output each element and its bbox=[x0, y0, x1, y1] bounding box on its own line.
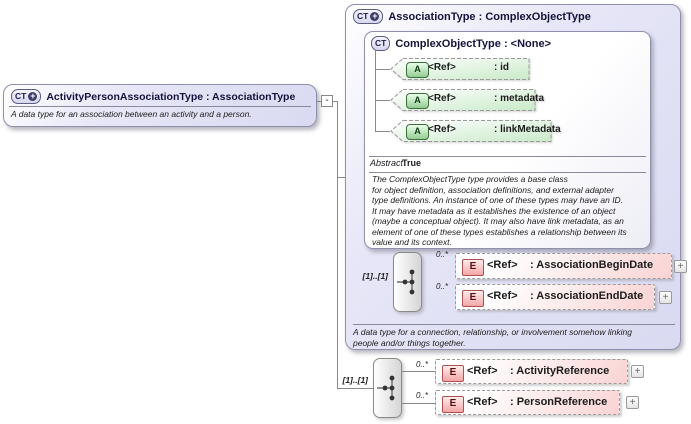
connector-line bbox=[375, 69, 390, 70]
base-type-description: A data type for a connection, relationsh… bbox=[353, 327, 632, 348]
attribute-icon: A bbox=[406, 62, 429, 78]
collapse-toggle[interactable]: - bbox=[321, 95, 333, 107]
expand-button[interactable]: + bbox=[631, 365, 644, 378]
attribute-icon: A bbox=[406, 93, 429, 109]
attribute-name: : linkMetadata bbox=[494, 124, 561, 135]
element-name: : AssociationEndDate bbox=[530, 290, 644, 302]
complex-type-plus-icon: CT+ bbox=[353, 9, 384, 24]
occurs-label: 0..* bbox=[436, 250, 449, 259]
connector-line bbox=[337, 388, 373, 389]
connector-line bbox=[375, 131, 390, 132]
abstract-value: True bbox=[402, 158, 422, 168]
separator bbox=[369, 172, 646, 173]
element-icon: E bbox=[442, 365, 464, 382]
derived-type-description: A data type for an association between a… bbox=[11, 109, 252, 119]
attribute-name: : id bbox=[494, 62, 509, 73]
separator bbox=[353, 324, 675, 325]
attribute-linkmetadata[interactable]: A <Ref> : linkMetadata bbox=[390, 120, 561, 142]
element-name: : AssociationBeginDate bbox=[530, 259, 654, 271]
attribute-metadata[interactable]: A <Ref> : metadata bbox=[390, 89, 544, 111]
connector-line bbox=[337, 101, 338, 388]
attribute-shape bbox=[390, 120, 552, 142]
expand-button[interactable]: + bbox=[659, 291, 672, 304]
element-icon: E bbox=[462, 290, 484, 307]
element-ref-label: <Ref> bbox=[487, 290, 518, 302]
connector-line bbox=[375, 100, 390, 101]
connector-line bbox=[317, 101, 321, 102]
sequence-icon bbox=[377, 375, 395, 401]
connector-line bbox=[402, 403, 435, 404]
occurs-label: 0..* bbox=[416, 360, 429, 369]
element-ref-label: <Ref> bbox=[467, 396, 498, 408]
separator bbox=[369, 156, 646, 157]
element-ref-label: <Ref> bbox=[467, 365, 498, 377]
element-associationbegindate[interactable]: E <Ref> : AssociationBeginDate bbox=[455, 253, 672, 279]
element-activityreference[interactable]: E <Ref> : ActivityReference bbox=[435, 359, 628, 384]
derived-type-box[interactable]: CT+ ActivityPersonAssociationType : Asso… bbox=[3, 84, 317, 127]
attribute-id[interactable]: A <Ref> : id bbox=[390, 58, 530, 80]
sequence-connector[interactable] bbox=[373, 358, 402, 418]
attribute-ref-label: <Ref> bbox=[428, 124, 456, 135]
connector-line bbox=[402, 371, 435, 372]
sequence-cardinality: [1]..[1] bbox=[362, 271, 389, 281]
element-associationenddate[interactable]: E <Ref> : AssociationEndDate bbox=[455, 284, 655, 310]
sequence-cardinality: [1]..[1] bbox=[342, 375, 369, 385]
element-icon: E bbox=[462, 259, 484, 276]
attribute-ref-label: <Ref> bbox=[428, 93, 456, 104]
element-icon: E bbox=[442, 396, 464, 413]
sequence-icon bbox=[397, 269, 415, 295]
connector-line bbox=[333, 101, 338, 102]
attribute-name: : metadata bbox=[494, 93, 545, 104]
expand-button[interactable]: + bbox=[674, 260, 687, 273]
element-ref-label: <Ref> bbox=[487, 259, 518, 271]
complex-type-plus-icon: CT+ bbox=[11, 89, 42, 104]
derived-type-header: CT+ ActivityPersonAssociationType : Asso… bbox=[11, 89, 295, 104]
parent-type-box[interactable]: CT ComplexObjectType : <None> A <Ref> : … bbox=[364, 31, 651, 249]
parent-type-title: ComplexObjectType : <None> bbox=[395, 37, 552, 50]
complex-type-icon: CT bbox=[371, 36, 391, 51]
abstract-label: Abstract bbox=[370, 158, 404, 168]
base-type-title: AssociationType : ComplexObjectType bbox=[388, 10, 591, 23]
attribute-ref-label: <Ref> bbox=[428, 62, 456, 73]
parent-type-header: CT ComplexObjectType : <None> bbox=[371, 36, 551, 51]
element-name: : PersonReference bbox=[510, 396, 608, 408]
attribute-icon: A bbox=[406, 124, 429, 140]
parent-type-description: The ComplexObjectType type provides a ba… bbox=[372, 174, 627, 247]
derived-type-title: ActivityPersonAssociationType : Associat… bbox=[46, 90, 296, 103]
element-name: : ActivityReference bbox=[510, 365, 610, 377]
separator bbox=[9, 106, 311, 107]
element-personreference[interactable]: E <Ref> : PersonReference bbox=[435, 390, 620, 415]
base-type-header: CT+ AssociationType : ComplexObjectType bbox=[353, 9, 591, 24]
expand-button[interactable]: + bbox=[626, 396, 639, 409]
connector-line bbox=[375, 50, 376, 131]
sequence-connector[interactable] bbox=[393, 252, 422, 312]
occurs-label: 0..* bbox=[416, 391, 429, 400]
occurs-label: 0..* bbox=[436, 282, 449, 291]
